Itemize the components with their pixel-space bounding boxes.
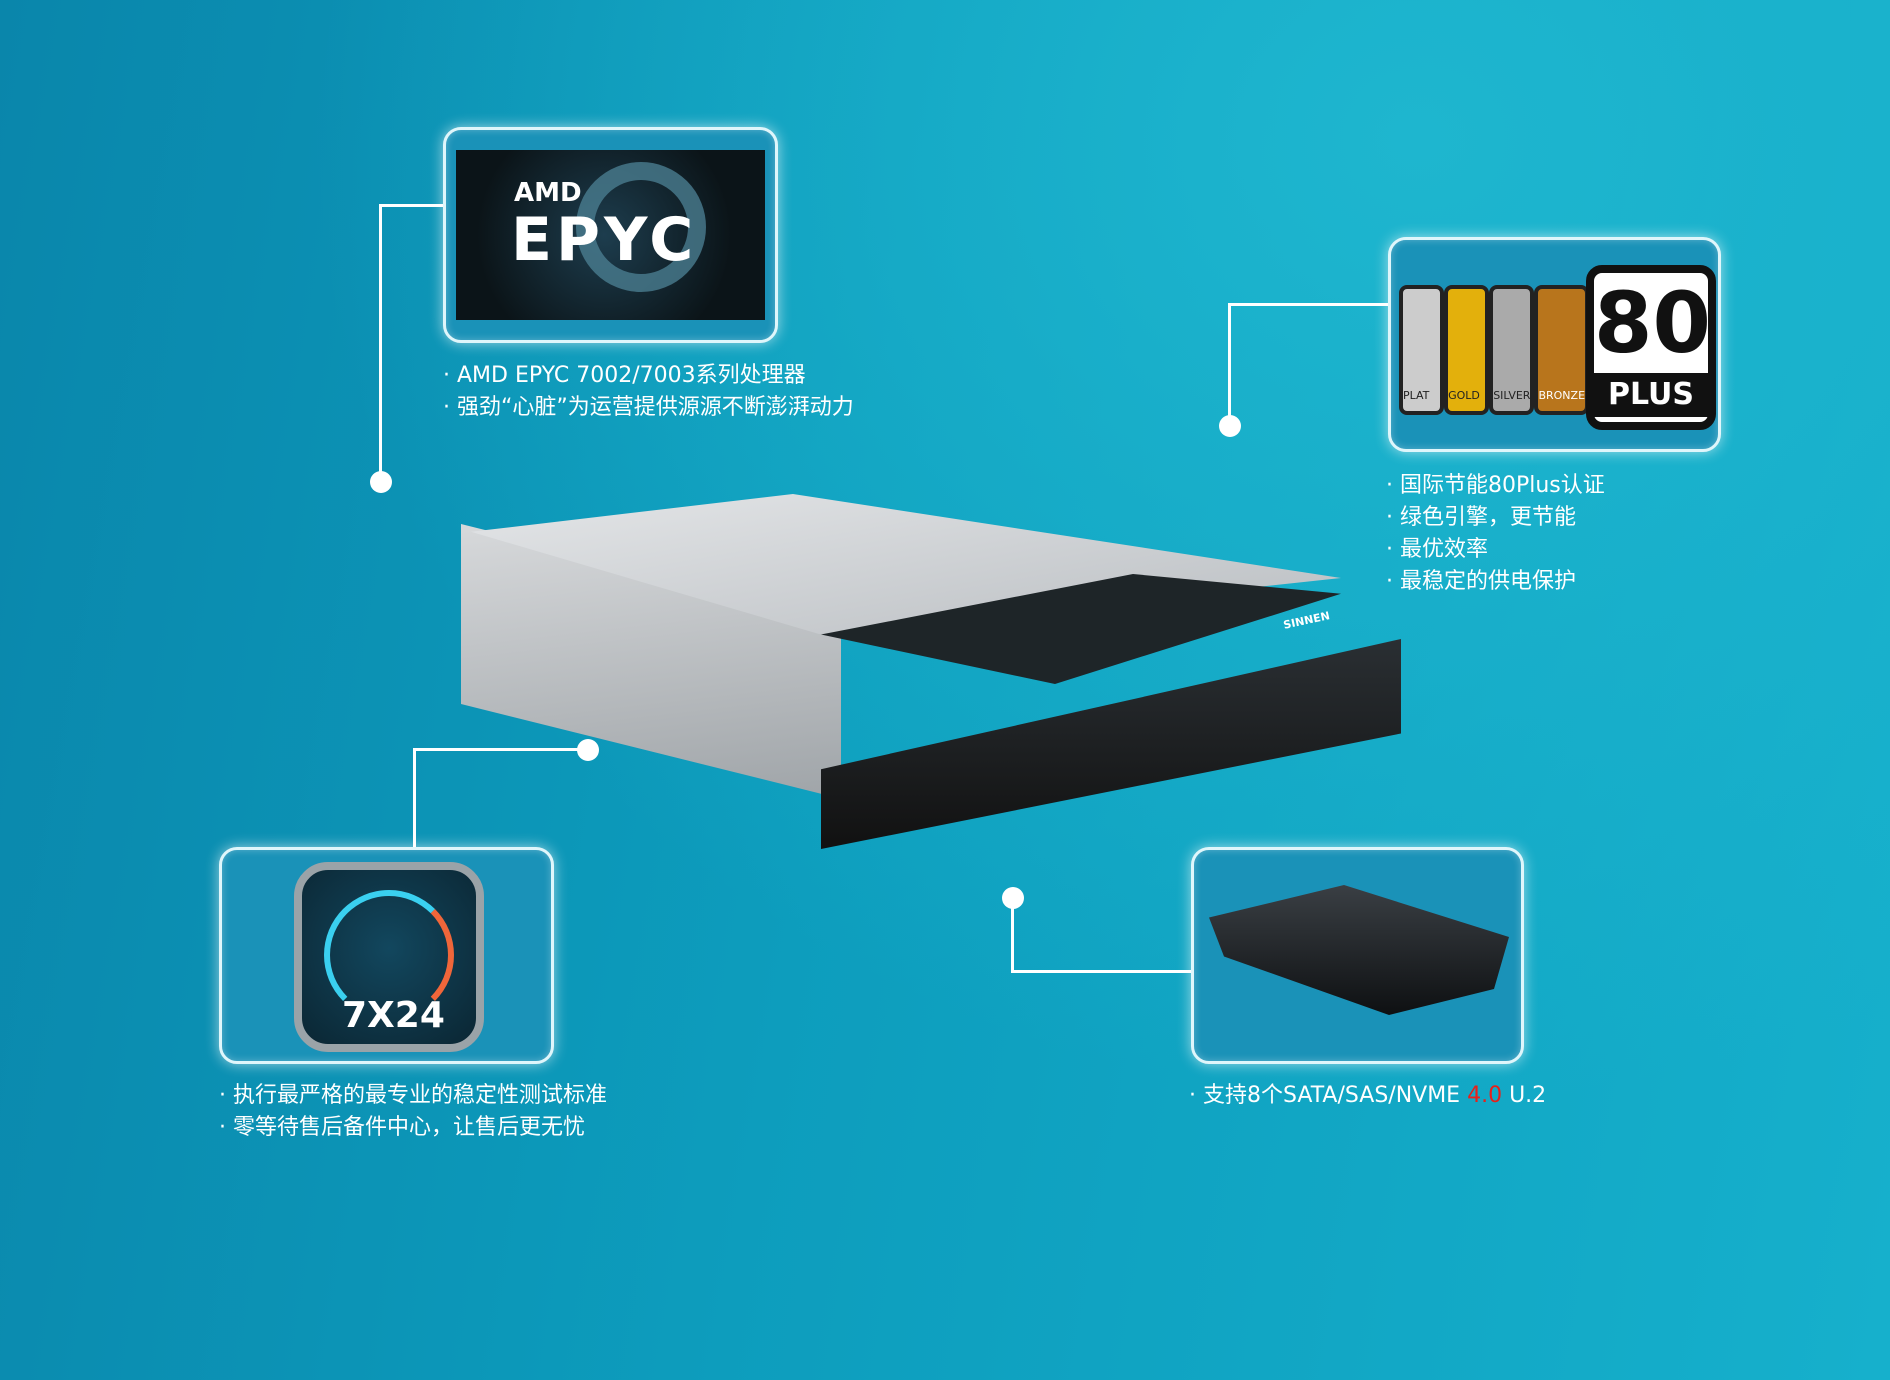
connector-line: [379, 204, 382, 482]
cpu-feature-2: · 强劲“心脏”为运营提供源源不断澎湃动力: [443, 395, 854, 420]
psu-feature-3: · 最优效率: [1386, 537, 1488, 562]
amd-epyc-image-box: AMD EPYC: [443, 127, 778, 343]
connector-dot: [1002, 887, 1024, 909]
drive-tray-image-box: [1191, 847, 1524, 1064]
psu-feature-2: · 绿色引擎，更节能: [1386, 505, 1576, 530]
cpu-feature-1: · AMD EPYC 7002/7003系列处理器: [443, 363, 806, 388]
storage-highlight: 4.0: [1467, 1083, 1503, 1108]
storage-feature: · 支持8个SATA/SAS/NVME 4.0 U.2: [1189, 1080, 1546, 1112]
connector-line: [413, 748, 589, 751]
badge-plus: PLUS: [1594, 373, 1708, 417]
connector-line: [413, 748, 416, 847]
psu-feature-4: · 最稳定的供电保护: [1386, 569, 1576, 594]
connector-line: [1012, 970, 1191, 973]
tier-platinum: PLAT: [1399, 285, 1445, 415]
storage-text: · 支持8个SATA/SAS/NVME: [1189, 1083, 1468, 1108]
server-image: SINNEN: [461, 494, 1411, 850]
epyc-wordmark: EPYC: [511, 205, 698, 275]
amd-wordmark: AMD: [514, 178, 582, 208]
connector-line: [381, 204, 443, 207]
tier-gold: GOLD: [1444, 285, 1490, 415]
server-brand: SINNEN: [1282, 609, 1331, 632]
service-feature-1: · 执行最严格的最专业的稳定性测试标准: [219, 1083, 607, 1108]
tier-silver: SILVER: [1489, 285, 1535, 415]
amd-epyc-logo: AMD EPYC: [456, 150, 765, 320]
connector-dot: [577, 739, 599, 761]
connector-line: [1229, 303, 1388, 306]
connector-line: [1011, 898, 1014, 973]
80plus-image-box: PLAT GOLD SILVER BRONZE 80 PLUS: [1388, 237, 1721, 452]
speedometer-icon: 7X24: [294, 862, 484, 1052]
connector-line: [1228, 303, 1231, 425]
psu-feature-1: · 国际节能80Plus认证: [1386, 473, 1605, 498]
connector-dot: [1219, 415, 1241, 437]
service-feature-2: · 零等待售后备件中心，让售后更无忧: [219, 1115, 585, 1140]
80plus-main-badge: 80 PLUS: [1586, 265, 1716, 430]
80plus-tier-badges: PLAT GOLD SILVER BRONZE: [1399, 285, 1590, 415]
badge-80: 80: [1594, 274, 1711, 372]
tier-bronze: BRONZE: [1534, 285, 1590, 415]
7x24-label: 7X24: [342, 995, 445, 1036]
drive-tray-image: [1209, 885, 1509, 1015]
storage-text-suffix: U.2: [1502, 1083, 1547, 1108]
7x24-image-box: 7X24: [219, 847, 554, 1064]
connector-dot: [370, 471, 392, 493]
